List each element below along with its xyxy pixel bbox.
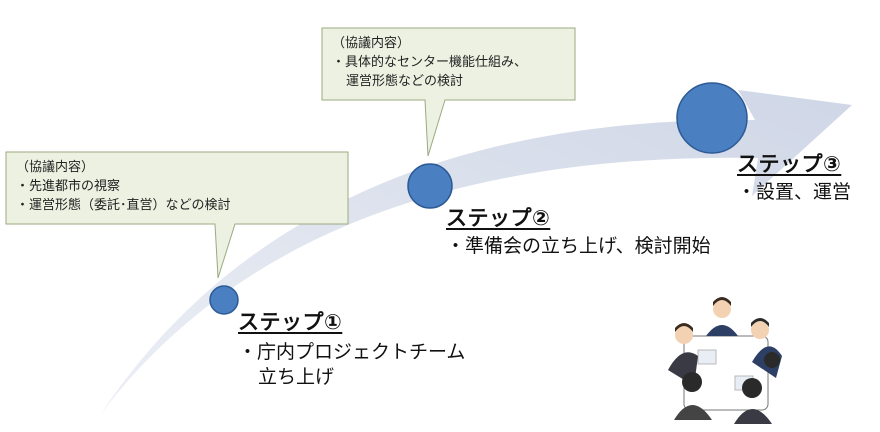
callout-1: （協議内容） ・先進都市の視察 ・運営形態（委託･直営）などの検討 — [16, 158, 231, 215]
step-2: ステップ② ・準備会の立ち上げ、検討開始 — [446, 202, 711, 259]
callout-1-heading: （協議内容） — [16, 160, 95, 175]
callout-1-line-2: ・運営形態（委託･直営）などの検討 — [16, 198, 231, 213]
step-3: ステップ③ ・設置、運営 — [737, 148, 851, 205]
step-2-dot — [407, 163, 453, 209]
meeting-people-icon — [668, 297, 782, 424]
step-2-line-1: ・準備会の立ち上げ、検討開始 — [446, 235, 711, 257]
callout-2-heading: （協議内容） — [332, 36, 411, 51]
callout-2-box — [321, 27, 576, 157]
step-3-line-1: ・設置、運営 — [737, 181, 852, 203]
step-1: ステップ① ・庁内プロジェクトチーム 立ち上げ — [238, 306, 465, 390]
progress-arrow — [100, 90, 852, 415]
callout-2-line-2: 運営形態などの検討 — [346, 74, 464, 89]
callout-2-line-1: ・具体的なセンター機能仕組み、 — [332, 55, 528, 70]
step-1-line-1: ・庁内プロジェクトチーム — [238, 341, 466, 363]
callout-1-line-1: ・先進都市の視察 — [16, 179, 121, 194]
step-1-dot — [209, 285, 239, 315]
step-2-title: ステップ② — [446, 206, 551, 230]
step-1-title: ステップ① — [238, 310, 343, 334]
callout-1-box — [5, 151, 349, 279]
step-3-dot — [676, 82, 748, 154]
step-3-title: ステップ③ — [737, 152, 842, 176]
step-1-line-2: 立ち上げ — [258, 366, 335, 388]
callout-2: （協議内容） ・具体的なセンター機能仕組み、 運営形態などの検討 — [332, 34, 527, 91]
